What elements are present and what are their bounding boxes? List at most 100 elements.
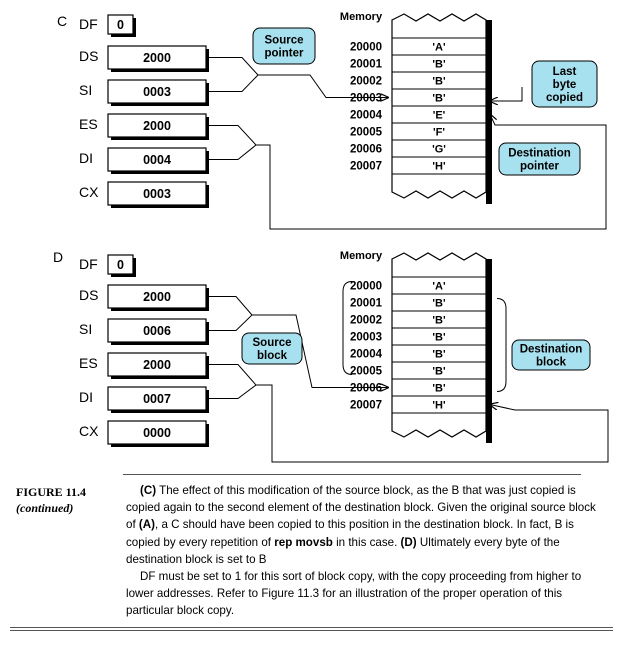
caption-paragraph-1: (C) The effect of this modification of t…	[126, 484, 596, 566]
panel-c-reg-si-value: 0003	[143, 85, 171, 99]
panel-c-memory-cell: 'B'	[432, 76, 446, 88]
panel-c-address: 20003	[350, 93, 382, 105]
panel-c-reg-es	[107, 113, 207, 138]
panel-c-address: 20004	[350, 110, 383, 122]
panel-c-dest-arrow	[256, 115, 607, 230]
panel-d-memory-cell: 'B'	[432, 315, 446, 327]
panel-c-address: 20006	[350, 144, 382, 156]
panel-c-label: C	[57, 13, 67, 29]
panel-d-reg-label: DF	[79, 256, 98, 272]
panel-d-reg-di	[107, 386, 207, 411]
panel-c-memory-title: Memory	[340, 11, 383, 23]
panel-d-memory-cell: 'B'	[432, 366, 446, 378]
bottom-rule-2	[10, 630, 613, 631]
panel-d-reg-label: CX	[79, 423, 99, 439]
panel-c-address: 20005	[350, 127, 383, 139]
panel-d-address: 20005	[350, 366, 383, 378]
panel-c-memory-cell: 'A'	[432, 42, 446, 54]
figure-continued: (continued)	[16, 501, 74, 515]
panel-d-dest-bracket	[208, 364, 257, 399]
panel-c-address: 20002	[350, 76, 382, 88]
panel-d-address: 20003	[350, 332, 382, 344]
panel-d-memory-cell: 'B'	[432, 332, 446, 344]
panel-d-reg-ds-value: 2000	[143, 290, 171, 304]
panel-d-memory-title: Memory	[340, 250, 383, 262]
caption-text: (C) The effect of this modification of t…	[126, 482, 604, 620]
panel-c-reg-label: DF	[79, 16, 98, 32]
panel-c-last-byte-callout	[531, 60, 598, 108]
caption-top-rule	[123, 474, 581, 475]
panel-c-reg-label: ES	[79, 116, 98, 132]
panel-c-memory-cell: 'G'	[432, 144, 446, 156]
panel-c-destination-callout-text: Destination	[508, 148, 571, 160]
panel-d-reg-label: DI	[79, 389, 93, 405]
panel-c-reg-cx	[107, 181, 207, 206]
panel-c-address: 20000	[350, 42, 382, 54]
bottom-rule	[10, 627, 613, 628]
panel-d-address: 20007	[350, 400, 382, 412]
panel-d-dest-arrow	[256, 384, 609, 463]
panel-c-memory-cell: 'F'	[433, 127, 445, 139]
panel-c-last-byte-callout-text: Last	[553, 66, 577, 78]
panel-d-reg-label: DS	[79, 287, 98, 303]
panel-c-last-byte-callout-text: byte	[553, 79, 577, 91]
panel-d-source-callout	[241, 332, 303, 365]
panel-c-reg-label: DS	[79, 48, 98, 64]
panel-d-reg-df-value: 0	[117, 258, 124, 272]
panel-c-reg-label: DI	[79, 150, 93, 166]
panel-c-reg-es-value: 2000	[143, 119, 171, 133]
panel-d-destination-callout	[511, 339, 591, 371]
panel-c-reg-si	[107, 79, 207, 104]
panel-c-memory-cell: 'E'	[433, 110, 446, 122]
figure-label: FIGURE 11.4 (continued)	[16, 484, 121, 516]
panel-c-reg-ds	[107, 45, 207, 70]
panel-d-reg-ds	[107, 284, 207, 309]
panel-c-source-bracket	[208, 57, 259, 92]
panel-c-reg-label: CX	[79, 184, 99, 200]
panel-c-source-callout-text: pointer	[265, 48, 304, 60]
panel-d-source-brace	[342, 281, 353, 375]
panel-d-memory-cell: 'B'	[432, 349, 446, 361]
panel-c-address: 20001	[350, 59, 383, 71]
panel-d-reg-si	[107, 318, 207, 343]
panel-d-source-arrow	[252, 314, 388, 388]
panel-c-dest-bracket	[208, 125, 257, 160]
panel-c-last-byte-arrow	[490, 87, 523, 101]
panel-c-reg-di-value: 0004	[143, 153, 171, 167]
panel-d-reg-es	[107, 352, 207, 377]
panel-c-reg-cx-value: 0003	[143, 187, 171, 201]
panel-d-memory-cell: 'H'	[432, 400, 446, 412]
panel-d-source-callout-text: Source	[253, 337, 292, 349]
panel-d-reg-di-value: 0007	[143, 392, 171, 406]
panel-d-reg-cx-value: 0000	[143, 426, 171, 440]
panel-d-reg-es-value: 2000	[143, 358, 171, 372]
panel-c-source-callout-text: Source	[265, 35, 304, 47]
panel-d-reg-df	[107, 254, 134, 275]
panel-d-destination-callout-text: block	[536, 357, 567, 369]
panel-c-source-callout	[252, 27, 316, 65]
panel-d-source-bracket	[208, 296, 253, 331]
panel-d-reg-si-value: 0006	[143, 324, 171, 338]
panel-d-label: D	[53, 249, 63, 265]
panel-d-address: 20004	[350, 349, 383, 361]
figure-number: FIGURE 11.4	[16, 485, 87, 499]
panel-d-memory-cell: 'B'	[432, 383, 446, 395]
panel-c-memory-shadow	[486, 20, 492, 204]
panel-d-address: 20002	[350, 315, 382, 327]
panel-d-memory-cell: 'A'	[432, 281, 446, 293]
panel-c-memory-cell: 'B'	[432, 59, 446, 71]
panel-c-reg-di	[107, 147, 207, 172]
panel-d-address: 20000	[350, 281, 382, 293]
panel-c-reg-ds-value: 2000	[143, 51, 171, 65]
panel-c-address: 20007	[350, 161, 382, 173]
panel-d-destination-callout-text: Destination	[520, 344, 583, 356]
panel-d-reg-cx	[107, 420, 207, 445]
panel-d-address: 20006	[350, 383, 382, 395]
panel-c-reg-df-value: 0	[117, 18, 124, 32]
panel-c-destination-callout	[498, 142, 581, 176]
panel-c-memory-cell: 'H'	[432, 161, 446, 173]
panel-d-source-callout-text: block	[257, 350, 288, 362]
